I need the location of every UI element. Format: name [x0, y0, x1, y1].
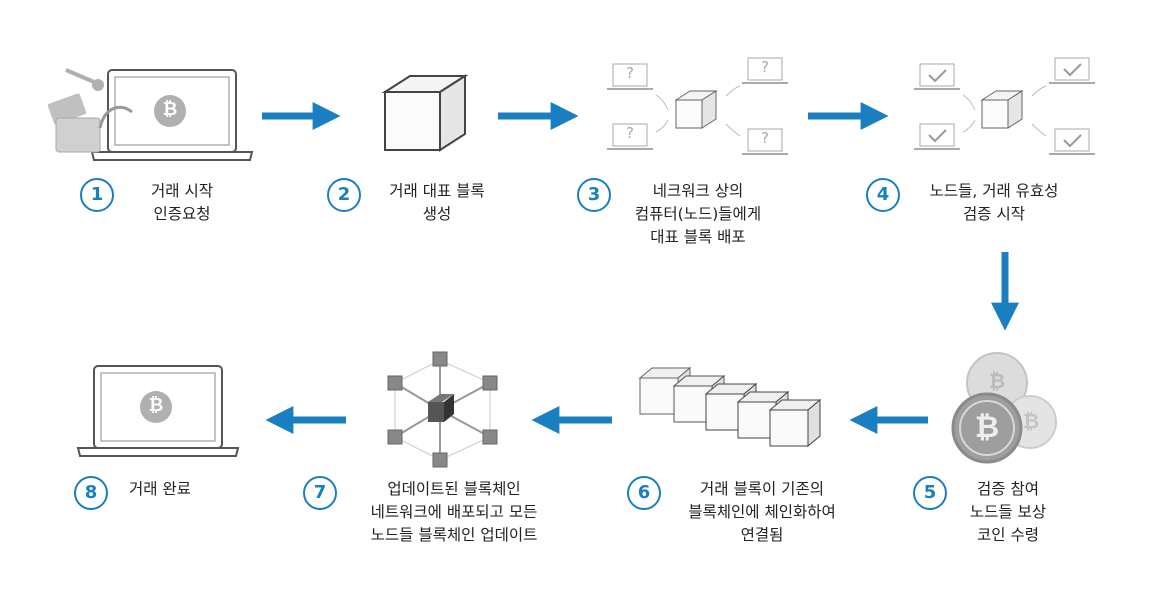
step5-label: 검증 참여 노드들 보상 코인 수령 [948, 478, 1068, 547]
step5-bitcoin-symbol-side: ₿ [1022, 409, 1040, 433]
step7-number-badge: 7 [303, 476, 337, 510]
step6-number-badge: 6 [627, 476, 661, 510]
step3-question-3: ? [626, 124, 634, 142]
step8-number-badge: 8 [74, 476, 108, 510]
step1-laptop-icon [90, 69, 254, 161]
step8-label-line: 거래 완료 [129, 480, 191, 498]
step5-bitcoin-symbol: ₿ [974, 410, 1000, 445]
step5-number-badge: 5 [913, 476, 947, 510]
step3-question-1: ? [626, 64, 634, 82]
step7-label-line: 업데이트된 블록체인 [387, 480, 521, 498]
step6-label-line: 거래 블록이 기존의 [700, 480, 824, 498]
step4-number-badge: 4 [866, 178, 900, 212]
step5-coins-icon [951, 352, 1057, 464]
step5-bitcoin-symbol-back: ₿ [988, 369, 1006, 393]
step4-validation-icon [914, 57, 1095, 155]
step4-label-line: 검증 시작 [963, 205, 1025, 223]
step6-chain-cubes-icon [638, 366, 822, 448]
step3-network-icon [607, 57, 788, 155]
step2-label-line: 생성 [422, 205, 452, 223]
step5-label-line: 검증 참여 [977, 480, 1039, 498]
step2-cube-icon [381, 74, 469, 152]
step1-card-icon [47, 93, 87, 125]
step7-label-line: 네트워크에 배포되고 모든 [370, 503, 538, 521]
step1-number-badge: 1 [80, 178, 114, 212]
step1-key-icon [65, 68, 104, 91]
step3-question-2: ? [761, 58, 769, 76]
step7-label: 업데이트된 블록체인 네트워크에 배포되고 모든 노드들 블록체인 업데이트 [334, 478, 574, 547]
step8-bitcoin-symbol: ₿ [148, 395, 164, 416]
step6-label-line: 연결됨 [740, 526, 784, 544]
step3-number-badge: 3 [577, 178, 611, 212]
step1-wallet-icon [55, 117, 101, 153]
step8-laptop-icon [76, 365, 240, 457]
step1-label-line: 거래 시작 [151, 182, 213, 200]
step1-curved-arrow-icon [98, 105, 133, 129]
step1-label-line: 인증요청 [153, 205, 211, 223]
step3-question-4: ? [761, 129, 769, 147]
step8-label: 거래 완료 [110, 478, 210, 501]
step7-distributed-network-icon [387, 351, 498, 468]
step3-label-line: 대표 블록 배포 [650, 228, 746, 246]
step1-label: 거래 시작 인증요청 [122, 180, 242, 226]
step5-label-line: 코인 수령 [977, 526, 1039, 544]
step7-label-line: 노드들 블록체인 업데이트 [370, 526, 538, 544]
step2-label: 거래 대표 블록 생성 [362, 180, 512, 226]
step5-label-line: 노드들 보상 [969, 503, 1047, 521]
step4-label-line: 노드들, 거래 유효성 [929, 182, 1059, 200]
step2-label-line: 거래 대표 블록 [389, 182, 485, 200]
step3-label-line: 네크워크 상의 [652, 182, 744, 200]
step1-bitcoin-symbol: ₿ [162, 99, 178, 120]
step6-label: 거래 블록이 기존의 블록체인에 체인화하여 연결됨 [662, 478, 862, 547]
step2-number-badge: 2 [327, 178, 361, 212]
step4-label: 노드들, 거래 유효성 검증 시작 [904, 180, 1084, 226]
step3-label-line: 컴퓨터(노드)들에게 [634, 205, 762, 223]
step3-label: 네크워크 상의 컴퓨터(노드)들에게 대표 블록 배포 [618, 180, 778, 249]
step6-label-line: 블록체인에 체인화하여 [688, 503, 836, 521]
